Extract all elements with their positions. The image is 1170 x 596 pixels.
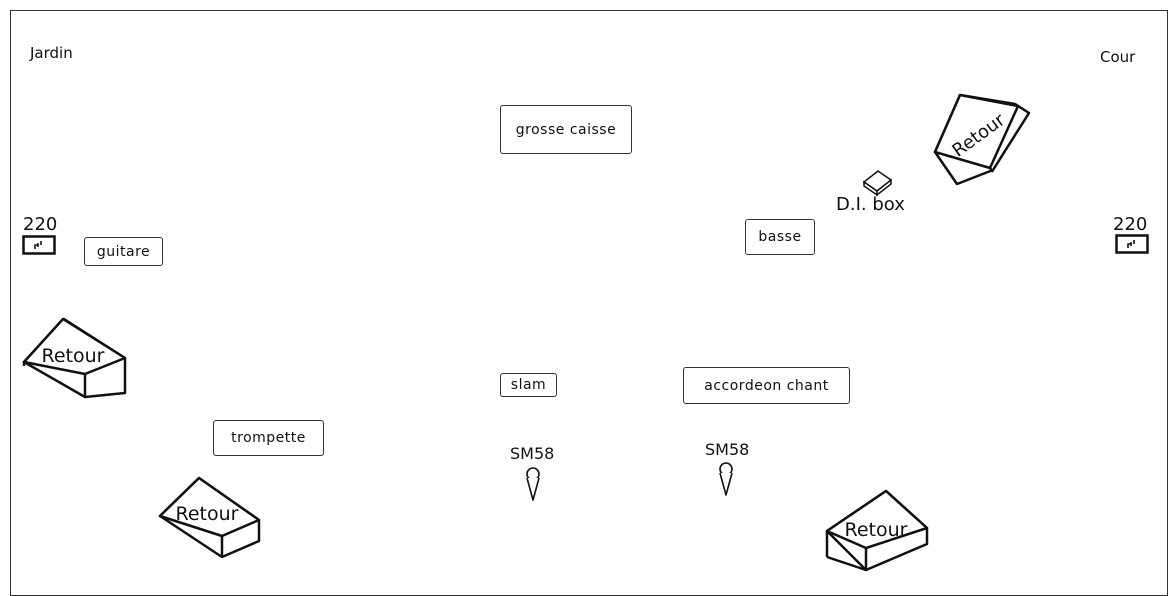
mic-center-label: SM58	[510, 444, 555, 463]
power-outlet-left-icon	[22, 235, 56, 255]
di-box-label: D.I. box	[836, 194, 905, 215]
slam-box: slam	[500, 373, 557, 397]
monitor-wedge-left-mid: Retour	[22, 317, 127, 399]
microphone-icon	[719, 462, 733, 496]
power-outlet-left-label: 220	[23, 214, 58, 235]
monitor-wedge-right-top: Retour	[933, 93, 1031, 186]
grosse-caisse-box: grosse caisse	[500, 105, 632, 154]
basse-box: basse	[745, 219, 815, 255]
microphone-icon	[526, 467, 540, 501]
jardin-label: Jardin	[30, 44, 73, 62]
monitor-wedge-right-bottom: Retour	[825, 489, 929, 572]
power-outlet-right-label: 220	[1113, 214, 1148, 235]
di-box-icon	[862, 170, 893, 197]
monitor-label: Retour	[176, 503, 239, 525]
monitor-wedge-left-bottom: Retour	[158, 476, 261, 559]
monitor-label: Retour	[845, 519, 908, 541]
guitare-box: guitare	[84, 237, 163, 266]
cour-label: Cour	[1100, 48, 1136, 66]
mic-right-label: SM58	[705, 440, 750, 459]
trompette-box: trompette	[213, 420, 324, 456]
power-outlet-right-icon	[1115, 234, 1149, 254]
accordeon-chant-box: accordeon chant	[683, 367, 850, 404]
monitor-label: Retour	[42, 345, 105, 367]
